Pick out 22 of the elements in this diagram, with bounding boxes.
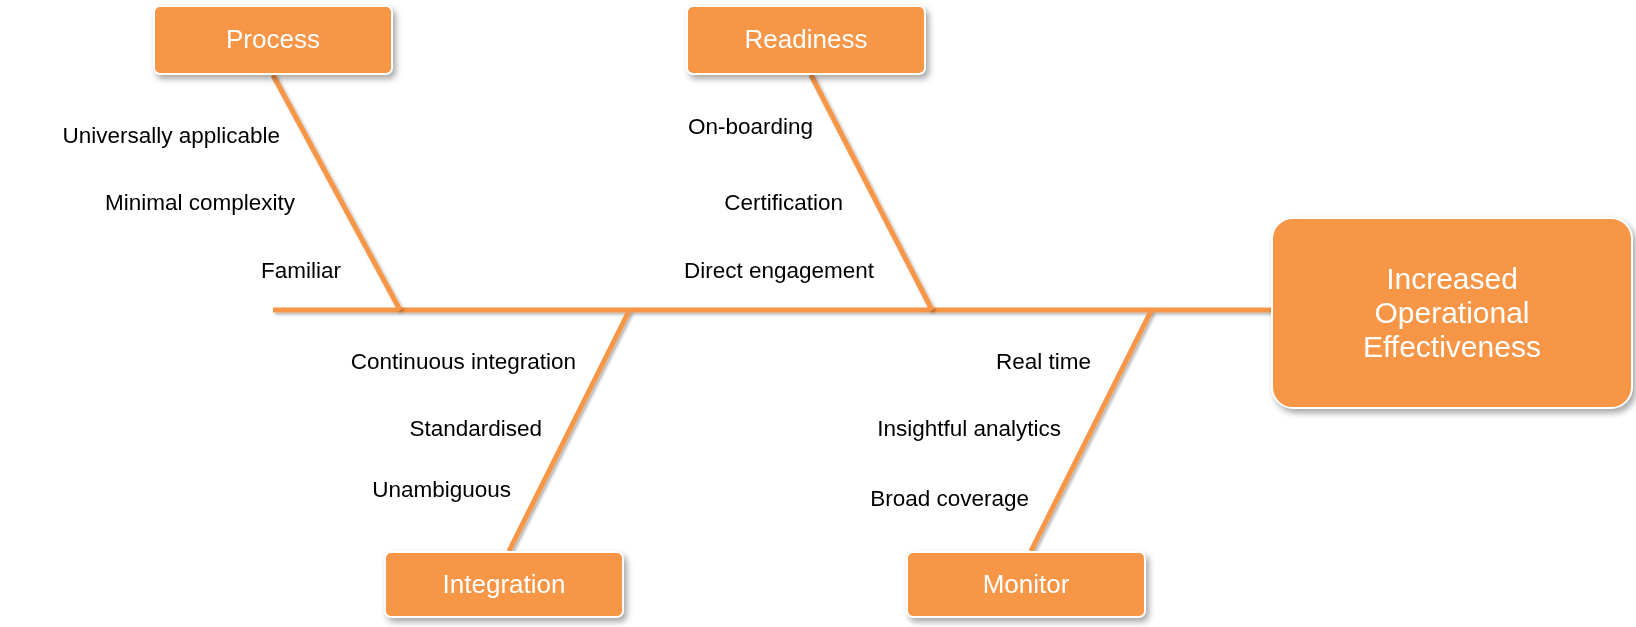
cause-label: Minimal complexity (104, 190, 295, 216)
cause-label: Universally applicable (62, 123, 280, 149)
cause-label: Direct engagement (683, 258, 874, 284)
category-box: Process (153, 5, 393, 75)
bone-line (506, 309, 632, 553)
cause-label: Real time (995, 349, 1091, 375)
category-box: Readiness (686, 5, 926, 75)
cause-label: Certification (724, 190, 843, 216)
cause-label: Broad coverage (870, 486, 1029, 512)
category-box: Integration (384, 551, 624, 618)
cause-label: Standardised (409, 416, 542, 442)
cause-label: Familiar (261, 258, 341, 284)
cause-label: On-boarding (687, 114, 813, 140)
cause-label: Insightful analytics (877, 416, 1061, 442)
category-box: Monitor (906, 551, 1146, 618)
bone-line (1028, 309, 1154, 553)
effect-box: Increased Operational Effectiveness (1271, 217, 1633, 409)
bone-line (808, 73, 935, 312)
cause-label: Continuous integration (350, 349, 576, 375)
cause-label: Unambiguous (372, 477, 511, 503)
bone-line (270, 73, 403, 312)
spine-line (273, 307, 1271, 313)
